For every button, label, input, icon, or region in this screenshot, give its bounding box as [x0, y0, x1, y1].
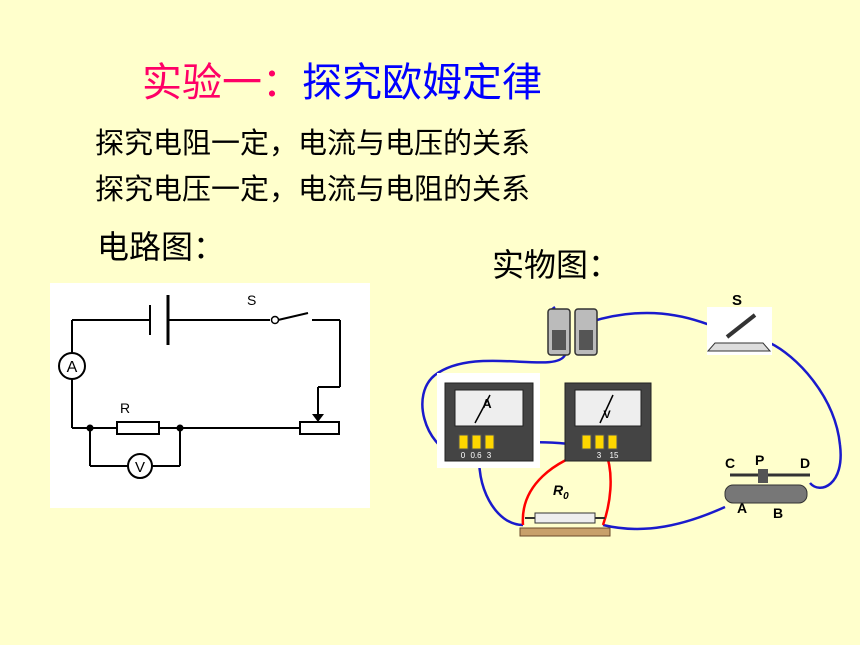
voltmeter-dial-label: V — [603, 409, 611, 421]
physical-apparatus: S A 0 0.6 3 V 3 15 R0 C P D A B — [421, 292, 842, 537]
switch-base — [706, 342, 772, 352]
voltmeter-terminal-2 — [594, 434, 605, 450]
switch-label: S — [247, 292, 256, 308]
rheostat-label-b: B — [773, 505, 783, 521]
ammeter-terminal-1 — [458, 434, 469, 450]
ammeter-needle — [474, 394, 491, 424]
ammeter-terminal-label-3: 3 — [487, 451, 492, 460]
objective-line-1: 探究电阻一定，电流与电压的关系 — [95, 126, 531, 160]
voltmeter-terminal-3 — [607, 434, 618, 450]
switch-lever — [725, 313, 757, 339]
ammeter-label: A — [67, 359, 78, 376]
rheostat-label-p: P — [755, 452, 764, 468]
ammeter-terminal-2 — [471, 434, 482, 450]
voltmeter-label: V — [135, 459, 145, 476]
resistor-base — [519, 527, 611, 537]
rheostat-coil — [724, 484, 808, 504]
voltmeter-terminal-label-2: 15 — [610, 451, 619, 460]
circuit-diagram-label: 电路图： — [97, 228, 226, 266]
rheostat-arrow — [312, 414, 324, 422]
ammeter-terminal-label-2: 0.6 — [470, 451, 482, 460]
junction-right — [176, 424, 184, 432]
rheostat-symbol — [299, 421, 340, 435]
rheostat-slider — [758, 469, 768, 483]
physical-diagram-label: 实物图： — [492, 246, 621, 284]
circuit-schematic: A R V S — [50, 283, 370, 508]
rheostat-label-a: A — [737, 500, 747, 516]
switch-pivot — [270, 315, 280, 325]
junction-left — [86, 424, 94, 432]
rheostat-label-d: D — [800, 455, 810, 471]
voltmeter-terminal-label-1: 3 — [597, 451, 602, 460]
ammeter-symbol — [58, 352, 86, 380]
page-title: 实验一：探究欧姆定律 — [142, 50, 542, 108]
voltmeter-symbol — [127, 453, 153, 479]
ammeter-dial-label: A — [482, 396, 492, 411]
voltmeter-terminal-1 — [581, 434, 592, 450]
title-main: 探究欧姆定律 — [302, 60, 542, 106]
ammeter-terminal-label-1: 0 — [461, 451, 466, 460]
battery-1-band — [552, 330, 566, 350]
voltmeter-dial — [574, 389, 642, 427]
physical-resistor-label: R0 — [553, 482, 569, 502]
ammeter-terminal-3 — [484, 434, 495, 450]
objective-line-2: 探究电压一定，电流与电阻的关系 — [95, 172, 531, 206]
resistor-symbol — [116, 421, 160, 435]
resistor-body — [534, 512, 596, 524]
rheostat-label-c: C — [725, 455, 735, 471]
physical-switch-label: S — [732, 292, 742, 309]
resistor-label: R — [120, 400, 130, 416]
title-prefix: 实验一： — [142, 60, 302, 106]
battery-2-band — [579, 330, 593, 350]
voltmeter-needle — [599, 394, 614, 424]
